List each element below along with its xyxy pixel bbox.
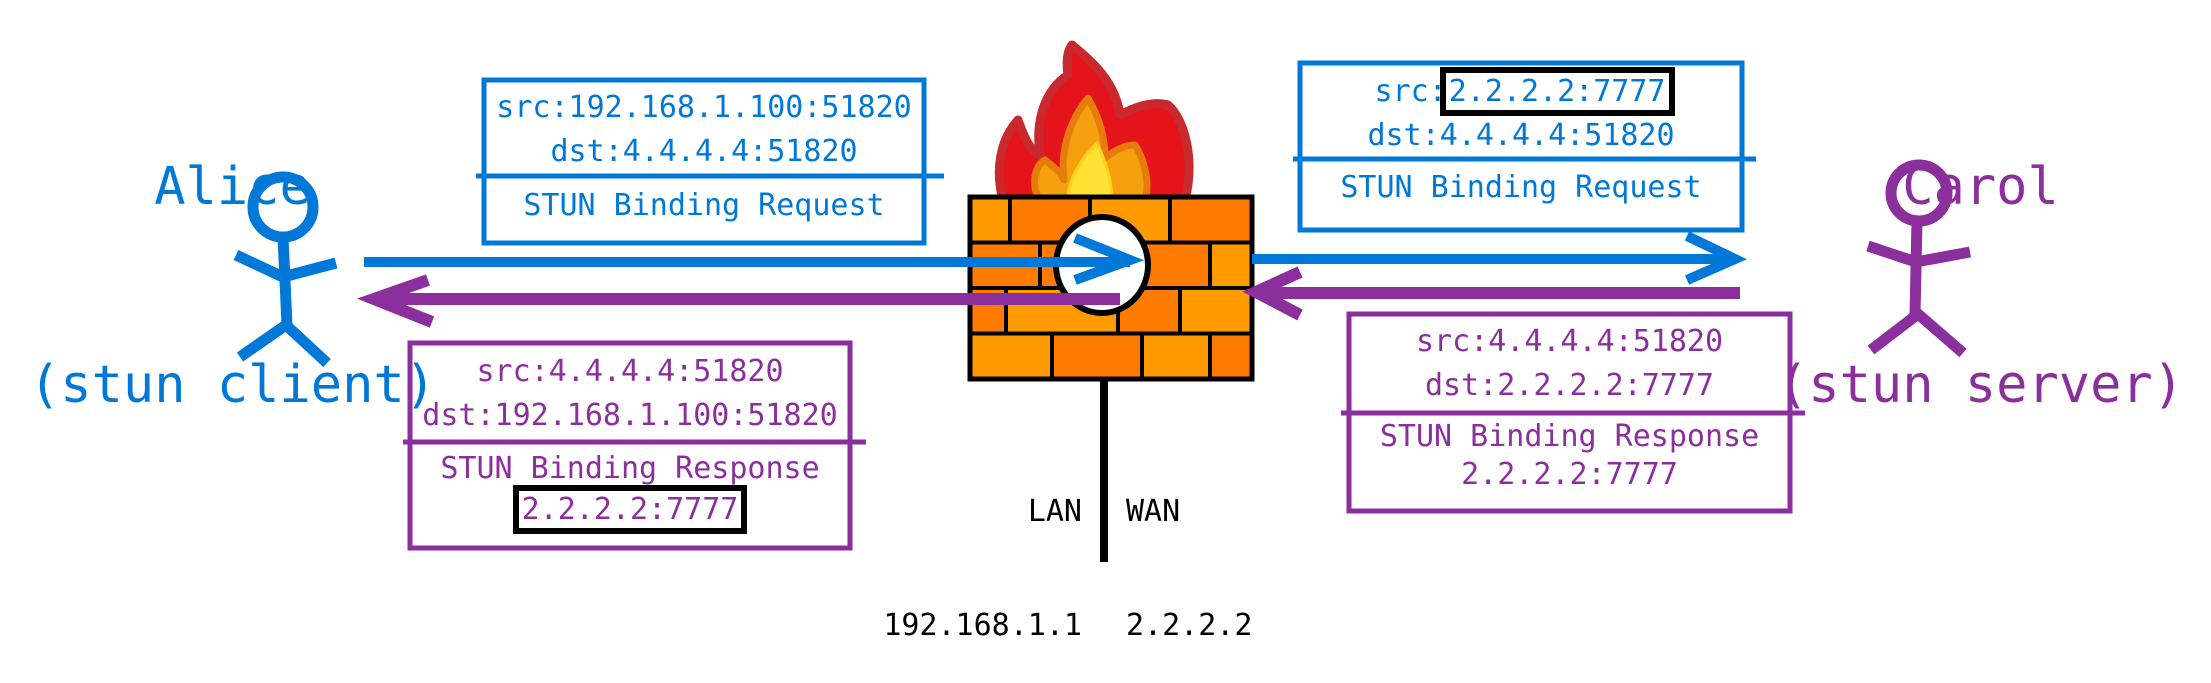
packet-dst: dst:4.4.4.4:51820: [484, 130, 924, 174]
src-label: src:: [1415, 324, 1489, 359]
brick: [968, 195, 1012, 245]
dst-label: dst:: [422, 398, 495, 433]
src-value-highlighted: 2.2.2.2:7777: [1439, 67, 1675, 116]
server-legs: [1867, 306, 1967, 358]
dst-value: 4.4.4.4:51820: [1439, 118, 1675, 153]
client-title: Alice (stun client): [0, 22, 465, 484]
src-label: src:: [1374, 74, 1447, 109]
src-value: 4.4.4.4:51820: [548, 354, 784, 389]
brick: [1178, 286, 1254, 336]
request-wan-frame: [1297, 60, 1745, 233]
request-arrow-wan: [1252, 231, 1748, 285]
lan-label: LAN: [1027, 494, 1082, 529]
lan-interface: LAN 192.168.1.1: [860, 417, 1082, 683]
request-arrow-lan: [364, 233, 1145, 285]
response-arrow-wan-head: [1242, 266, 1303, 321]
request-arrow-lan-head: [1073, 233, 1145, 285]
packet-body: STUN Binding Response: [440, 451, 820, 486]
server-body: [1909, 220, 1923, 316]
mapped-value-highlighted: 2.2.2.2:7777: [512, 485, 748, 534]
packet-dst: dst:4.4.4.4:51820: [1300, 114, 1742, 158]
client-role: (stun client): [29, 355, 436, 415]
wan-label: WAN: [1126, 494, 1181, 529]
brick: [968, 331, 1054, 381]
brick: [1050, 331, 1144, 381]
packet-dst: dst:2.2.2.2:7777: [1349, 364, 1790, 408]
brick: [1140, 331, 1212, 381]
wan-ip: 2.2.2.2: [1126, 608, 1253, 643]
server-name: Carol: [1902, 157, 2059, 217]
dst-label: dst:: [1367, 118, 1440, 153]
lan-ip: 192.168.1.1: [883, 608, 1082, 643]
dst-value: 4.4.4.4:51820: [622, 134, 858, 169]
dst-value: 192.168.1.100:51820: [494, 398, 838, 433]
packet-mapped-address: 2.2.2.2:7777: [410, 485, 850, 534]
response-arrow-wan: [1242, 266, 1740, 321]
response-lan-frame: [407, 340, 853, 551]
packet-src: src:4.4.4.4:51820: [1349, 320, 1790, 364]
dst-label: dst:: [1425, 368, 1498, 403]
server-title: Carol (stun server): [1750, 22, 2211, 484]
server-stick-figure-icon: [1866, 159, 1972, 358]
server-arms: [1866, 240, 1972, 268]
diagram-canvas: [233, 40, 1972, 562]
packet-response-lan: src:4.4.4.4:51820 dst:192.168.1.100:5182…: [410, 350, 850, 534]
packet-src: src:192.168.1.100:51820: [484, 86, 924, 130]
client-name: Alice: [154, 157, 311, 217]
src-value: 192.168.1.100:51820: [568, 90, 912, 125]
packet-response-wan: src:4.4.4.4:51820 dst:2.2.2.2:7777 STUN …: [1349, 320, 1790, 494]
wan-interface: WAN 2.2.2.2: [1126, 417, 1326, 683]
server-role: (stun server): [1777, 355, 2184, 415]
flame-inner: [1066, 140, 1114, 202]
packet-dst: dst:192.168.1.100:51820: [410, 394, 850, 438]
packet-request-wan: src:2.2.2.2:7777 dst:4.4.4.4:51820 STUN …: [1300, 67, 1742, 210]
src-label: src:: [496, 90, 569, 125]
request-arrow-wan-head: [1684, 231, 1748, 285]
fire-icon: [994, 40, 1194, 205]
packet-body: STUN Binding Request: [523, 188, 885, 223]
src-value: 4.4.4.4:51820: [1488, 324, 1724, 359]
packet-body: STUN Binding Response: [1379, 419, 1760, 454]
packet-mapped-address: 2.2.2.2:7777: [1461, 457, 1678, 492]
packet-request-lan: src:192.168.1.100:51820 dst:4.4.4.4:5182…: [484, 86, 924, 228]
packet-src: src:2.2.2.2:7777: [1300, 67, 1742, 116]
brick: [1208, 331, 1254, 381]
brick: [1208, 240, 1254, 290]
src-label: src:: [476, 354, 549, 389]
dst-value: 2.2.2.2:7777: [1497, 368, 1714, 403]
response-arrow-lan-head: [356, 274, 435, 328]
brick: [1168, 195, 1254, 245]
server-head: [1885, 159, 1953, 227]
response-arrow-lan: [356, 274, 1120, 328]
client-legs: [236, 317, 331, 368]
packet-body: STUN Binding Request: [1340, 170, 1702, 205]
client-stick-figure-icon: [233, 171, 338, 368]
request-lan-frame: [481, 77, 927, 246]
packet-src: src:4.4.4.4:51820: [410, 350, 850, 394]
client-arms: [233, 250, 338, 283]
dst-label: dst:: [550, 134, 623, 169]
